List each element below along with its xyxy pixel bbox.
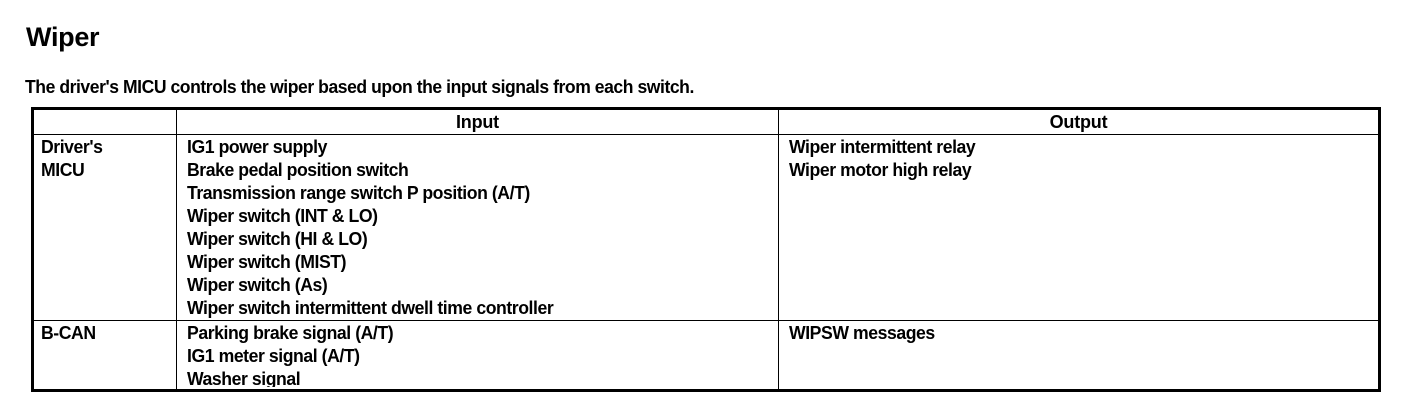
text-line: MICU [41,160,85,180]
text-line: Wiper intermittent relay [789,137,976,157]
header-label-output: Output [1049,112,1108,132]
cell-output-bcan: WIPSW messages [778,320,1381,392]
text-line: Wiper switch (INT & LO) [187,206,378,226]
cell-source-micu: Driver's MICU [31,134,177,321]
output-lines-bcan: WIPSW messages [779,321,1378,387]
header-label-input: Input [456,112,499,132]
table-header-row: Input Output [31,107,1381,135]
header-cell-source [31,107,177,135]
text-line: IG1 meter signal (A/T) [187,346,360,366]
text-line: Wiper switch (HI & LO) [187,229,368,249]
table-row: Driver's MICU IG1 power supply Brake ped… [31,134,1381,321]
cell-output-micu: Wiper intermittent relay Wiper motor hig… [778,134,1381,321]
table-row: B-CAN Parking brake signal (A/T) IG1 met… [31,320,1381,392]
source-lines-micu: Driver's MICU [34,135,176,182]
output-lines-micu: Wiper intermittent relay Wiper motor hig… [779,135,1378,182]
input-lines-bcan: Parking brake signal (A/T) IG1 meter sig… [177,321,778,387]
text-line: Driver's [41,137,103,157]
text-line: Parking brake signal (A/T) [187,323,394,343]
text-line: Transmission range switch P position (A/… [187,183,530,203]
input-output-table: Input Output Driver's MICU IG1 power sup… [31,107,1381,392]
input-lines-micu: IG1 power supply Brake pedal position sw… [177,135,778,320]
text-line: IG1 power supply [187,137,327,157]
cell-input-micu: IG1 power supply Brake pedal position sw… [176,134,779,321]
text-line: Wiper motor high relay [789,160,972,180]
header-cell-input: Input [176,107,779,135]
intro-paragraph: The driver's MICU controls the wiper bas… [25,77,694,97]
cell-input-bcan: Parking brake signal (A/T) IG1 meter sig… [176,320,779,392]
text-line: B-CAN [41,323,96,343]
text-line: Wiper switch (MIST) [187,252,347,272]
text-line: WIPSW messages [789,323,935,343]
page-title: Wiper [26,22,100,53]
cell-source-bcan: B-CAN [31,320,177,392]
text-line: Brake pedal position switch [187,160,409,180]
text-line: Washer signal [187,369,301,387]
source-lines-bcan: B-CAN [34,321,176,387]
header-cell-output: Output [778,107,1381,135]
text-line: Wiper switch intermittent dwell time con… [187,298,554,318]
text-line: Wiper switch (As) [187,275,328,295]
